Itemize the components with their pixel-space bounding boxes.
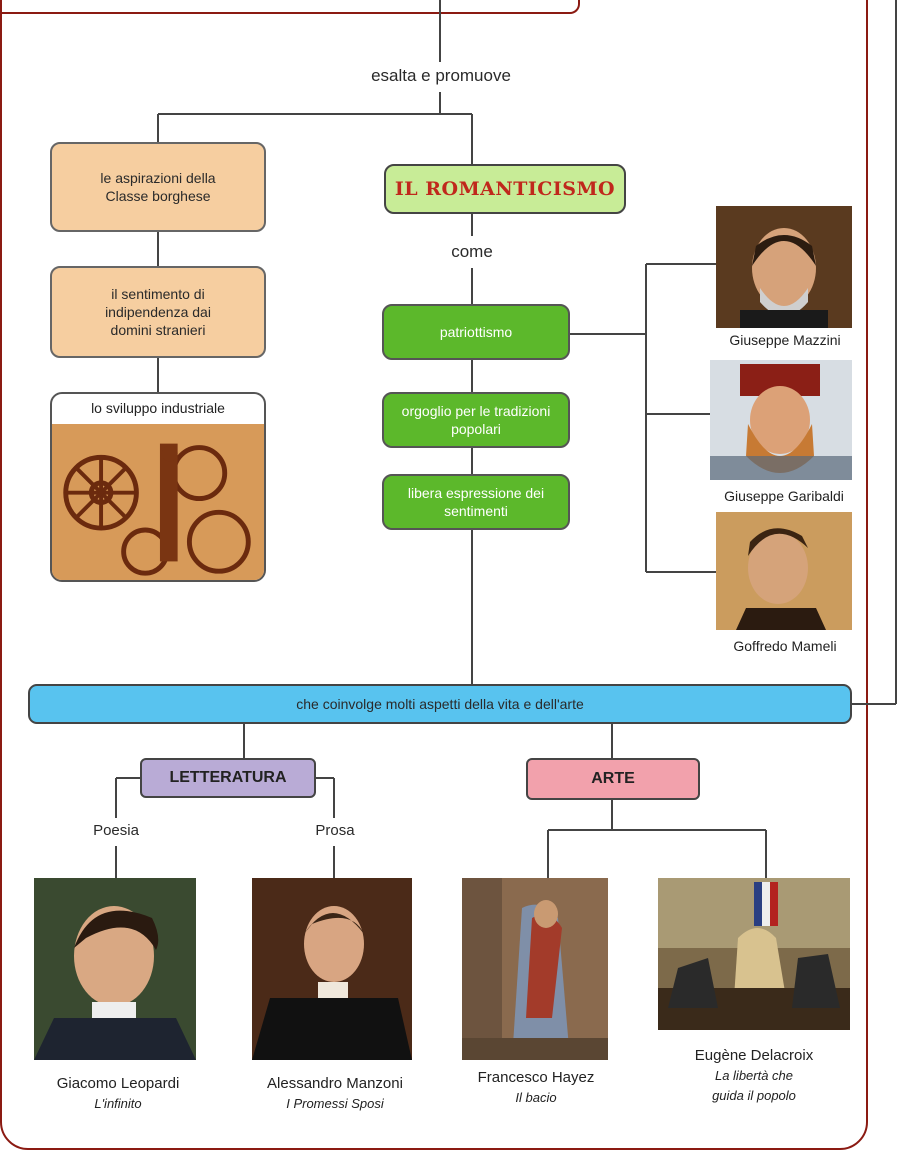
author-giacomo-leopardi: Giacomo Leopardi [56, 1075, 180, 1092]
industrial-gears-image [52, 424, 264, 580]
top-tab [0, 0, 580, 14]
node-patriottismo: patriottismo [382, 304, 570, 360]
node-letteratura-label: LETTERATURA [169, 769, 287, 786]
node-il-romanticismo-title: IL ROMANTICISMO [394, 178, 616, 200]
caption-leopardi: Giacomo Leopardi L'infinito [20, 1074, 216, 1114]
page-frame [0, 0, 868, 1150]
node-arte: ARTE [526, 758, 700, 800]
portrait-giacomo-leopardi [34, 878, 196, 1060]
caption-delacroix: Eugène Delacroix La libertà che guida il… [654, 1046, 854, 1106]
node-coinvolge-aspetti: che coinvolge molti aspetti della vita e… [28, 684, 852, 724]
node-sviluppo-industriale-label: lo sviluppo industriale [91, 400, 225, 416]
node-sviluppo-industriale: lo sviluppo industriale [50, 392, 266, 582]
work-i-promessi-sposi: I Promessi Sposi [286, 1096, 384, 1111]
portrait-alessandro-manzoni [252, 878, 412, 1060]
node-aspirazioni-borghese: le aspirazioni della Classe borghese [50, 142, 266, 232]
label-poesia: Poesia [93, 822, 139, 839]
author-francesco-hayez: Francesco Hayez [477, 1069, 595, 1086]
label-come: come [451, 242, 493, 261]
portrait-giuseppe-mazzini [716, 206, 852, 328]
caption-goffredo-mameli: Goffredo Mameli [733, 638, 837, 654]
painting-la-liberta [658, 878, 850, 1030]
caption-giuseppe-mazzini: Giuseppe Mazzini [729, 332, 841, 348]
work-la-liberta-line1: La libertà che [714, 1068, 794, 1083]
label-esalta-e-promuove: esalta e promuove [371, 66, 511, 85]
caption-giuseppe-garibaldi: Giuseppe Garibaldi [724, 488, 844, 504]
work-linfinito: L'infinito [94, 1096, 142, 1111]
portrait-goffredo-mameli [716, 512, 852, 630]
caption-manzoni: Alessandro Manzoni I Promessi Sposi [232, 1074, 438, 1114]
node-sentimento-indipendenza: il sentimento di indipendenza dai domini… [50, 266, 266, 358]
work-il-bacio: Il bacio [515, 1090, 557, 1105]
node-arte-label: ARTE [591, 770, 635, 787]
work-la-liberta-line2: guida il popolo [712, 1088, 796, 1103]
author-alessandro-manzoni: Alessandro Manzoni [267, 1075, 403, 1092]
node-letteratura: LETTERATURA [140, 758, 316, 798]
node-il-romanticismo: IL ROMANTICISMO [384, 164, 626, 214]
portrait-giuseppe-garibaldi [710, 360, 852, 480]
author-eugene-delacroix: Eugène Delacroix [694, 1047, 814, 1064]
painting-il-bacio [462, 878, 608, 1060]
label-prosa: Prosa [315, 822, 355, 839]
node-orgoglio-tradizioni: orgoglio per le tradizioni popolari [382, 392, 570, 448]
node-libera-espressione: libera espressione dei sentimenti [382, 474, 570, 530]
caption-hayez: Francesco Hayez Il bacio [444, 1068, 628, 1108]
